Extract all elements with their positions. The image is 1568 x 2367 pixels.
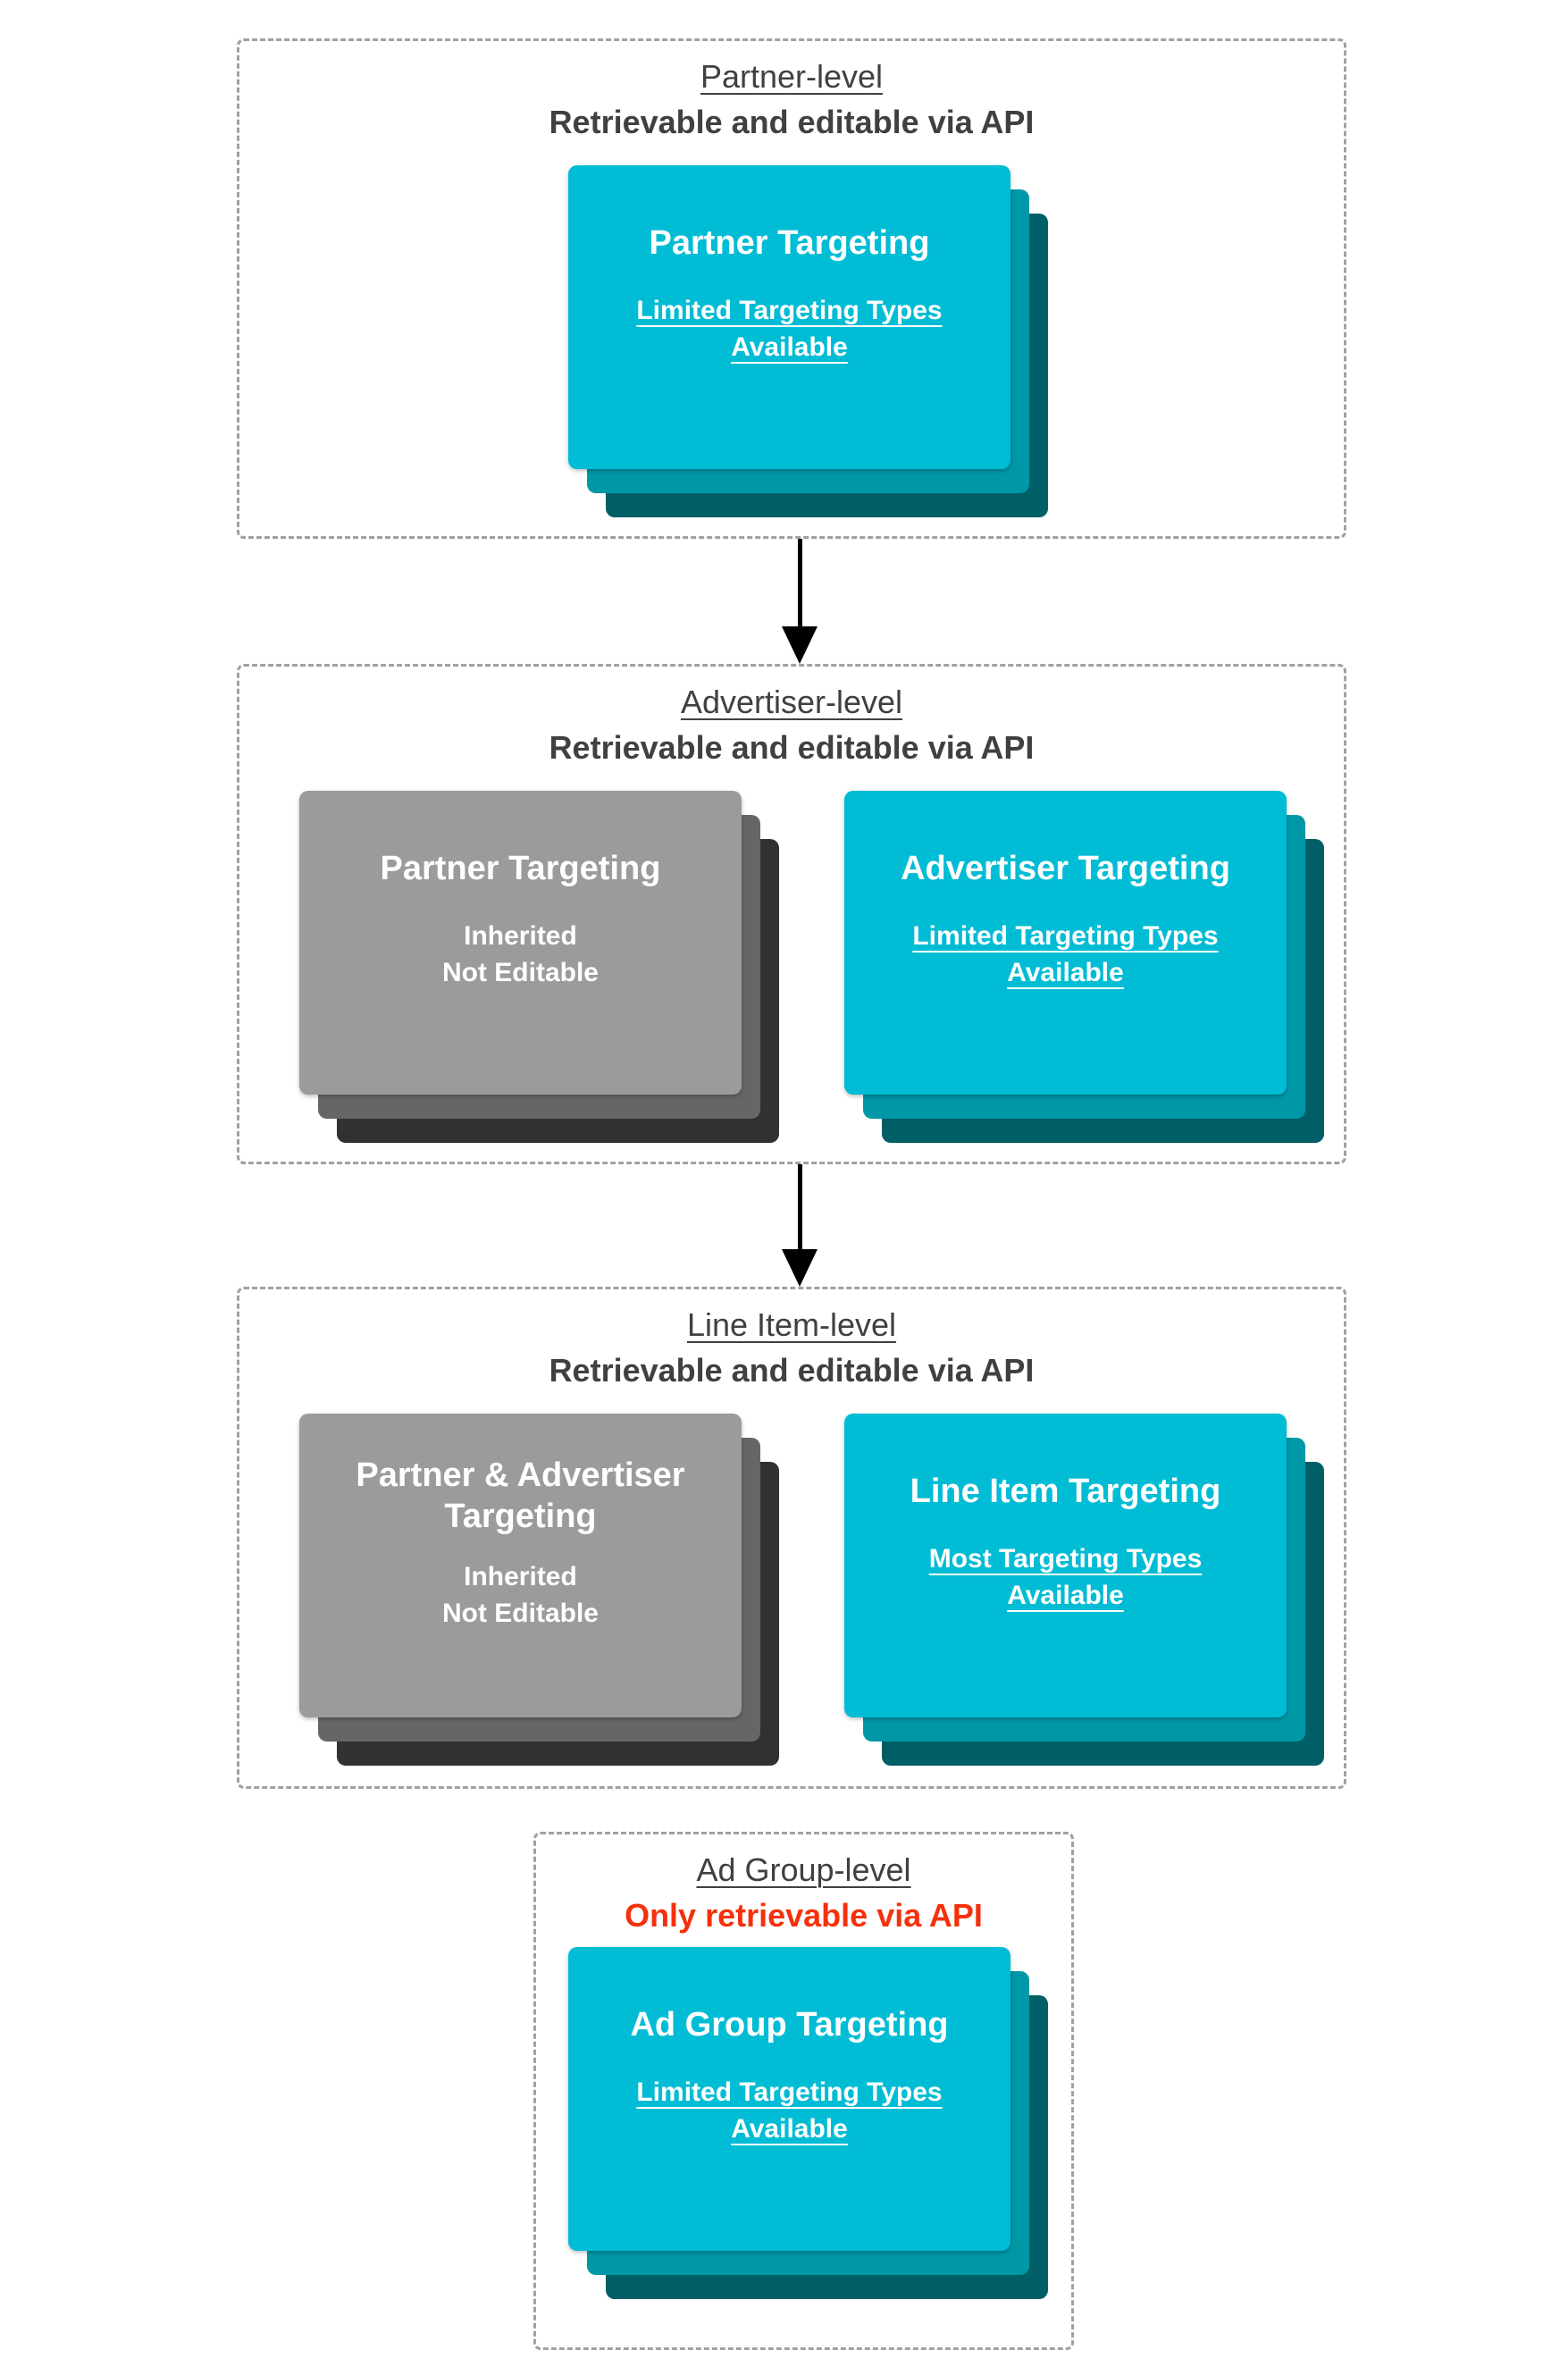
card-stack-ad-group-targeting: Ad Group Targeting Limited Targeting Typ… bbox=[568, 1947, 1048, 2299]
arrow-shaft bbox=[797, 539, 802, 630]
section-advertiser-level: Advertiser-level Retrievable and editabl… bbox=[237, 664, 1346, 1164]
section-level-title: Ad Group-level bbox=[696, 1851, 911, 1888]
card-stack-line-item-targeting: Line Item Targeting Most Targeting Types… bbox=[844, 1414, 1324, 1766]
section-level-title: Line Item-level bbox=[686, 1306, 897, 1343]
targeting-card: Ad Group Targeting Limited Targeting Typ… bbox=[568, 1947, 1010, 2251]
card-title: Advertiser Targeting bbox=[901, 850, 1230, 887]
card-subtitle: Limited Targeting Types Available bbox=[636, 296, 943, 362]
section-api-note: Only retrievable via API bbox=[625, 1897, 983, 1934]
card-stack-partner-targeting-inherited: Partner Targeting Inherited Not Editable bbox=[299, 791, 779, 1143]
section-api-note: Retrievable and editable via API bbox=[549, 729, 1035, 766]
section-line-item-level: Line Item-level Retrievable and editable… bbox=[237, 1287, 1346, 1789]
arrow-head bbox=[782, 626, 818, 664]
arrow-down-icon bbox=[780, 539, 819, 664]
card-subtitle: Limited Targeting Types Available bbox=[912, 921, 1219, 987]
card-title: Line Item Targeting bbox=[910, 1473, 1221, 1510]
card-title: Ad Group Targeting bbox=[630, 2006, 949, 2044]
section-partner-level: Partner-level Retrievable and editable v… bbox=[237, 38, 1346, 539]
card-subtitle: Most Targeting Types Available bbox=[928, 1544, 1203, 1610]
card-title: Partner Targeting bbox=[380, 850, 661, 887]
targeting-card: Partner Targeting Limited Targeting Type… bbox=[568, 165, 1010, 469]
card-stack-advertiser-targeting: Advertiser Targeting Limited Targeting T… bbox=[844, 791, 1324, 1143]
card-title: Partner Targeting bbox=[649, 224, 930, 262]
arrow-shaft bbox=[797, 1164, 802, 1253]
section-api-note: Retrievable and editable via API bbox=[549, 1352, 1035, 1389]
card-title: Partner & Advertiser Targeting bbox=[356, 1456, 685, 1535]
targeting-card: Partner & Advertiser Targeting Inherited… bbox=[299, 1414, 742, 1717]
section-level-title: Advertiser-level bbox=[680, 684, 903, 720]
arrow-head bbox=[782, 1249, 818, 1287]
section-ad-group-level: Ad Group-level Only retrievable via API … bbox=[533, 1832, 1074, 2350]
card-subtitle: Limited Targeting Types Available bbox=[636, 2077, 943, 2144]
card-subtitle: Inherited Not Editable bbox=[441, 921, 599, 987]
card-subtitle: Inherited Not Editable bbox=[441, 1562, 599, 1628]
card-stack-partner-targeting: Partner Targeting Limited Targeting Type… bbox=[568, 165, 1048, 517]
targeting-card: Advertiser Targeting Limited Targeting T… bbox=[844, 791, 1287, 1095]
targeting-card: Line Item Targeting Most Targeting Types… bbox=[844, 1414, 1287, 1717]
section-header: Line Item-level Retrievable and editable… bbox=[239, 1304, 1344, 1391]
section-level-title: Partner-level bbox=[700, 58, 884, 95]
targeting-card: Partner Targeting Inherited Not Editable bbox=[299, 791, 742, 1095]
card-stack-partner-advertiser-targeting: Partner & Advertiser Targeting Inherited… bbox=[299, 1414, 779, 1766]
section-header: Partner-level Retrievable and editable v… bbox=[239, 55, 1344, 143]
arrow-down-icon bbox=[780, 1164, 819, 1287]
section-header: Ad Group-level Only retrievable via API bbox=[536, 1849, 1071, 1936]
section-header: Advertiser-level Retrievable and editabl… bbox=[239, 681, 1344, 768]
section-api-note: Retrievable and editable via API bbox=[549, 104, 1035, 140]
